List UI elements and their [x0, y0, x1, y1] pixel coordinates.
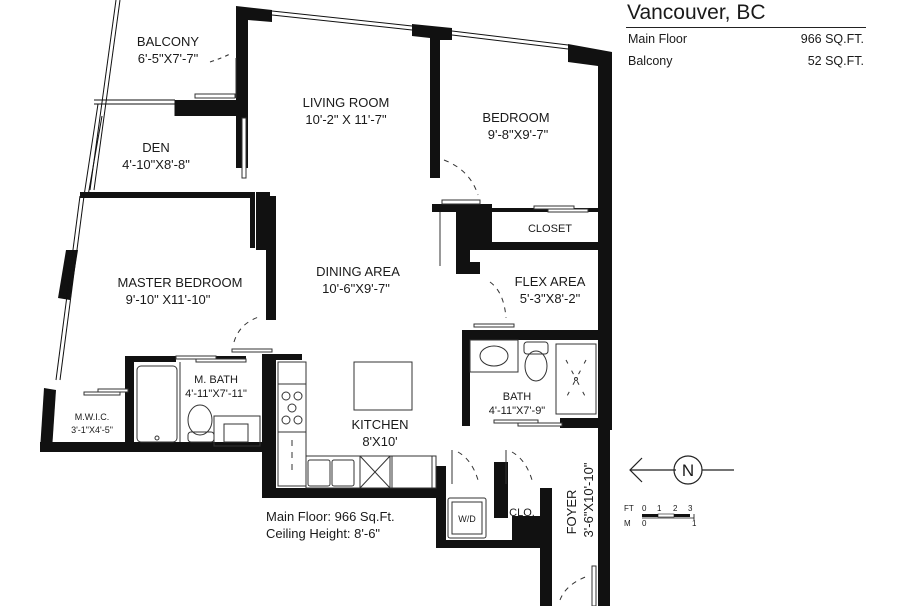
scale-ft-tick: 2 — [673, 504, 678, 513]
room-name-living-room: LIVING ROOM — [303, 95, 390, 110]
scale-ft-tick: 0 — [642, 504, 647, 513]
room-name-bath: BATH — [503, 391, 532, 403]
floor-notes: Main Floor: 966 Sq.Ft. Ceiling Height: 8… — [266, 508, 395, 542]
room-name-balcony: BALCONY — [137, 34, 199, 49]
room-name-dining-area: DINING AREA — [316, 264, 400, 279]
room-size-m-bath: 4'-11"X7'-11" — [185, 388, 247, 400]
interior-lines — [83, 53, 597, 606]
unit-info-panel: Vancouver, BC Main Floor 966 SQ.FT. Balc… — [626, 0, 866, 72]
room-size-kitchen: 8'X10' — [362, 434, 397, 449]
scale-ft-tick: 3 — [688, 504, 693, 513]
room-size-bedroom: 9'-8"X9'-7" — [488, 127, 549, 142]
ceiling-height-note: Ceiling Height: 8'-6" — [266, 526, 381, 541]
window-lines — [55, 0, 569, 381]
room-name-flex-area: FLEX AREA — [515, 274, 586, 289]
walls — [40, 6, 612, 606]
scale-ft-label: FT — [624, 504, 634, 513]
room-size-flex-area: 5'-3"X8'-2" — [520, 291, 581, 306]
north-label: N — [682, 461, 694, 480]
room-labels: BALCONY 6'-5"X7'-7" LIVING ROOM 10'-2" X… — [71, 34, 596, 537]
room-size-foyer: 3'-6"X10'-10" — [581, 462, 596, 537]
scale-m-tick: 1 — [692, 519, 697, 528]
room-name-wd: W/D — [458, 514, 476, 524]
north-arrow-icon — [629, 455, 734, 485]
room-size-living-room: 10'-2" X 11'-7" — [305, 112, 387, 127]
room-name-clo: CLO. — [509, 507, 535, 519]
room-name-mwic: M.W.I.C. — [75, 412, 110, 422]
area-row-main-floor: Main Floor 966 SQ.FT. — [626, 28, 866, 50]
area-label: Balcony — [628, 54, 673, 68]
location-title: Vancouver, BC — [626, 0, 866, 28]
room-size-mwic: 3'-1"X4'-5" — [71, 425, 113, 435]
room-name-foyer: FOYER — [564, 490, 579, 535]
room-size-bath: 4'-11"X7'-9" — [489, 405, 546, 417]
room-name-bedroom: BEDROOM — [482, 110, 549, 125]
room-size-dining-area: 10'-6"X9'-7" — [322, 281, 390, 296]
room-name-master-bedroom: MASTER BEDROOM — [118, 275, 243, 290]
area-row-balcony: Balcony 52 SQ.FT. — [626, 50, 866, 72]
scale-ft-tick: 1 — [657, 504, 662, 513]
room-name-kitchen: KITCHEN — [351, 417, 408, 432]
room-name-den: DEN — [142, 140, 169, 155]
room-size-master-bedroom: 9'-10" X11'-10" — [126, 292, 211, 307]
scale-m-tick: 0 — [642, 519, 647, 528]
room-size-den: 4'-10"X8'-8" — [122, 157, 190, 172]
scale-m-label: M — [624, 519, 631, 528]
room-size-balcony: 6'-5"X7'-7" — [138, 51, 199, 66]
room-name-closet: CLOSET — [528, 223, 572, 235]
area-value: 52 SQ.FT. — [807, 54, 864, 68]
scale-bar: FT 0 1 2 3 M 0 1 — [624, 504, 697, 528]
area-value: 966 SQ.FT. — [800, 32, 864, 46]
area-label: Main Floor — [628, 32, 688, 46]
main-floor-note: Main Floor: 966 Sq.Ft. — [266, 509, 395, 524]
room-name-m-bath: M. BATH — [194, 374, 238, 386]
